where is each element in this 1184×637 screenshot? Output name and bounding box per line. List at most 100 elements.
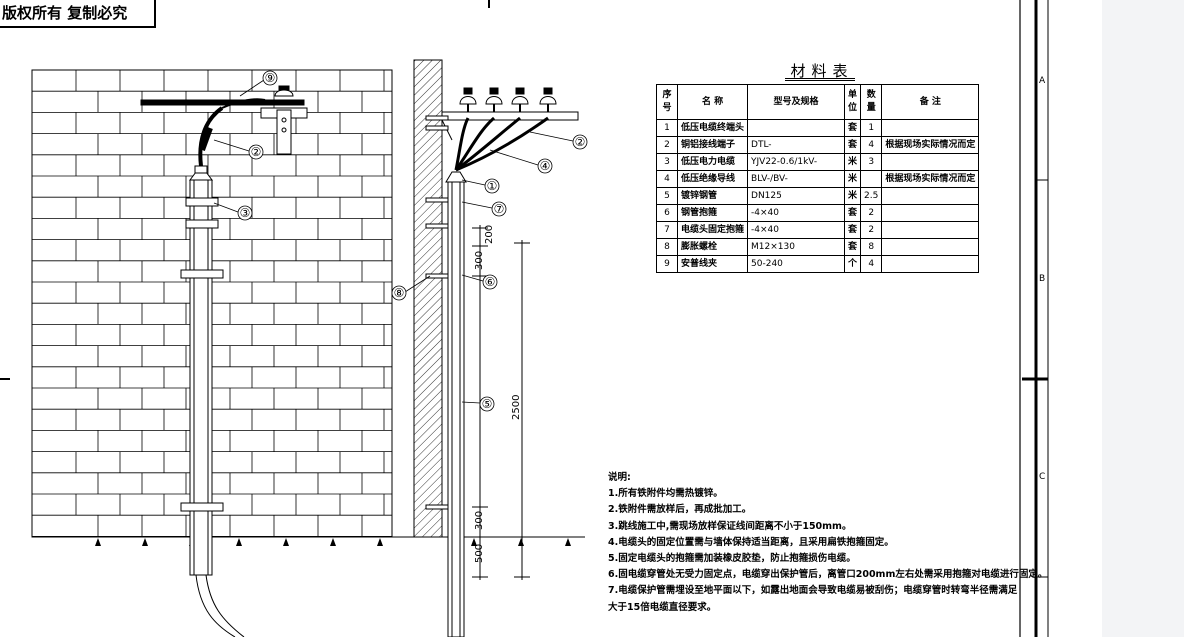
note-item: 7.电缆保护管需埋设至地平面以下，如露出地面会导致电缆易被刮伤；电缆穿管时转弯半…	[608, 585, 1018, 597]
cell-qty: 3	[860, 153, 883, 171]
material-table-title: 材料表	[790, 62, 854, 80]
cell-remark: 根据现场实际情况而定	[881, 136, 980, 154]
cell-remark	[881, 119, 980, 137]
cell-unit: 套	[844, 136, 862, 154]
cell-name: 电缆头固定抱箍	[676, 221, 749, 239]
material-table-header: 序号 名 称 型号及规格 单位 数量 备 注	[656, 84, 980, 120]
cell-index: 2	[656, 136, 678, 154]
callout-2-side: ②	[575, 135, 586, 149]
dim-300-bottom: 300	[474, 511, 485, 530]
col-header-remark: 备 注	[881, 84, 980, 120]
callout-4: ④	[540, 159, 551, 173]
callout-1: ①	[487, 179, 498, 193]
notes-block: 说明: 1.所有铁附件均需热镀锌。 2.铁附件需放样后，再成批加工。 3.跳线施工中…	[608, 470, 1047, 616]
cell-remark: 根据现场实际情况而定	[881, 170, 980, 188]
cell-qty: 4	[860, 136, 883, 154]
cell-name: 低压电缆终端头	[676, 119, 749, 137]
cell-index: 9	[656, 255, 678, 273]
col-header-index: 序号	[656, 84, 678, 120]
cell-index: 7	[656, 221, 678, 239]
cell-spec: 50-240	[747, 255, 846, 273]
cell-index: 5	[656, 187, 678, 205]
callout-8: ⑧	[394, 286, 405, 300]
col-header-name: 名 称	[676, 84, 749, 120]
callout-leaders	[213, 79, 574, 404]
callout-3: ③	[240, 206, 251, 220]
material-table-title-underline	[785, 78, 855, 81]
cell-index: 8	[656, 238, 678, 256]
cell-unit: 米	[844, 170, 862, 188]
cell-remark	[881, 238, 980, 256]
cell-unit: 套	[844, 238, 862, 256]
note-item: 6.固电缆穿管处无受力固定点，电缆穿出保护管后，离管口200mm左右处需采用抱箍…	[608, 569, 1048, 581]
cell-name: 低压电力电缆	[676, 153, 749, 171]
col-header-qty: 数量	[860, 84, 883, 120]
note-item: 2.铁附件需放样后，再成批加工。	[608, 504, 752, 516]
cell-name: 低压绝缘导线	[676, 170, 749, 188]
cell-spec: YJV22-0.6/1kV-	[747, 153, 846, 171]
col-header-spec: 型号及规格	[747, 84, 846, 120]
callout-6: ⑥	[485, 275, 496, 289]
cell-qty: 4	[860, 255, 883, 273]
cell-unit: 套	[844, 204, 862, 222]
cell-spec: -4×40	[747, 204, 846, 222]
zone-label-c: C	[1039, 472, 1046, 482]
cell-unit: 套	[844, 119, 862, 137]
cell-qty	[860, 170, 883, 188]
cell-qty: 2	[860, 204, 883, 222]
cell-name: 钢管抱箍	[676, 204, 749, 222]
cell-spec: DTL-	[747, 136, 846, 154]
cell-unit: 个	[844, 255, 862, 273]
cell-qty: 2	[860, 221, 883, 239]
cell-unit: 米	[844, 153, 862, 171]
cell-name: 安普线夹	[676, 255, 749, 273]
callout-2-front: ②	[251, 145, 262, 159]
side-view-wall	[413, 59, 443, 538]
dim-200: 200	[484, 225, 495, 244]
cell-spec: -4×40	[747, 221, 846, 239]
cell-name: 铜铝接线端子	[676, 136, 749, 154]
dim-500: 500	[474, 544, 485, 563]
viewer-side-panel	[1102, 0, 1184, 637]
callout-9: ⑨	[265, 71, 276, 85]
cell-name: 镀锌钢管	[676, 187, 749, 205]
note-item: 5.固定电缆头的抱箍需加装橡皮胶垫，防止抱箍损伤电缆。	[608, 553, 856, 565]
cell-name: 膨胀螺栓	[676, 238, 749, 256]
front-view-cable-assembly	[140, 85, 308, 637]
cell-unit: 米	[844, 187, 862, 205]
zone-label-a: A	[1039, 76, 1046, 86]
notes-title: 说明:	[608, 472, 631, 483]
copyright-notice: 版权所有 复制必究	[0, 0, 156, 28]
note-item: 3.跳线施工中,需现场放样保证线间距离不小于150mm。	[608, 520, 852, 532]
cell-qty: 1	[860, 119, 883, 137]
callout-7: ⑦	[494, 202, 505, 216]
cell-spec	[747, 119, 846, 137]
callout-5: ⑤	[482, 397, 493, 411]
cell-unit: 套	[844, 221, 862, 239]
cell-remark	[881, 153, 980, 171]
cell-index: 6	[656, 204, 678, 222]
cell-index: 3	[656, 153, 678, 171]
side-view-cable-assembly	[425, 87, 579, 637]
dim-300-top: 300	[474, 251, 485, 270]
cell-spec: M12×130	[747, 238, 846, 256]
cell-remark	[881, 221, 980, 239]
note-item: 1.所有铁附件均需热镀锌。	[608, 488, 723, 500]
drawing-frame	[0, 0, 1049, 637]
col-header-unit: 单位	[844, 84, 862, 120]
dimension-labels: 200 300 2500 300 500	[474, 225, 522, 563]
cell-index: 1	[656, 119, 678, 137]
note-item: 4.电缆头的固定位置需与墙体保持适当距离，且采用扁铁抱箍固定。	[608, 536, 894, 548]
cell-remark	[881, 204, 980, 222]
cell-qty: 2.5	[860, 187, 883, 205]
cell-index: 4	[656, 170, 678, 188]
cell-spec: DN125	[747, 187, 846, 205]
cell-spec: BLV-/BV-	[747, 170, 846, 188]
